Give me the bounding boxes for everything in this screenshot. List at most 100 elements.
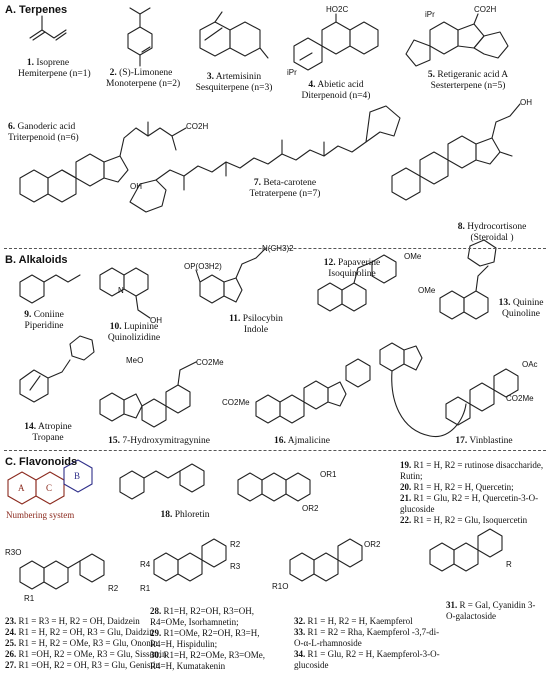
caption-name: Papaverine <box>338 258 381 268</box>
caption-name: Phloretin <box>174 510 210 520</box>
papaverine-structure <box>317 254 397 312</box>
divider-2 <box>4 450 546 451</box>
item-num: 30. <box>150 650 162 660</box>
caption-abietic-acid: 4. Abietic acid Diterpenoid (n=4) <box>296 80 376 102</box>
quinine-structure <box>439 239 497 320</box>
item-text: R1 = Glu, R2 = H, Kaempferol-3-O-glucosi… <box>294 649 440 670</box>
caption-num: 18. <box>160 510 173 520</box>
caption-mitragynine: 15. 7-Hydroxymitragynine <box>104 436 214 447</box>
caption-num: 14. <box>24 422 37 432</box>
caption-coniine: 9. Coniine Piperidine <box>14 310 74 332</box>
label-co2me-16: CO2Me <box>222 398 250 407</box>
caption-class: Tetraterpene (n=7) <box>249 189 321 199</box>
item-text: R1 =OH, R2 = OMe, R3 = Glu, Sissotrin <box>18 649 167 659</box>
label-opo3h2-11: OP(O3H2) <box>184 262 222 271</box>
list-item: 23. R1 = R3 = H, R2 = OH, Daidzein <box>5 616 167 627</box>
caption-num: 4. <box>308 80 316 90</box>
label-r2-iso: R2 <box>108 584 119 593</box>
caption-isoprene: 1. Isoprene Hemiterpene (n=1) <box>18 58 91 80</box>
caption-name: Beta-carotene <box>263 178 317 188</box>
caption-num: 11. <box>229 314 241 324</box>
caption-num: 8. <box>457 222 465 232</box>
caption-class: Indole <box>243 325 269 335</box>
item-text: R1 = H, R2 = H, Kaempferol <box>307 616 413 626</box>
caption-limonene: 2. (S)-Limonene Monoterpene (n=2) <box>106 68 180 90</box>
caption-num: 13. <box>498 298 511 308</box>
caption-name: 7-Hydroxymitragynine <box>122 436 210 446</box>
hydrocortisone-structure <box>391 103 521 201</box>
caption-name: Ganoderic acid <box>17 122 76 132</box>
label-co2h-5: CO2H <box>474 5 497 14</box>
list-item: 21. R1 = Glu, R2 = H, Quercetin-3-O-gluc… <box>400 493 545 515</box>
item-num: 33. <box>294 627 306 637</box>
caption-name: Artemisinin <box>215 72 262 82</box>
abietic-acid-structure <box>293 13 379 71</box>
item-text: R1 = R3 = H, R2 = OH, Daidzein <box>18 616 140 626</box>
caption-class: Sesquiterpene (n=3) <box>195 83 273 93</box>
vinblastine-structure <box>379 342 519 437</box>
item-num: 29. <box>150 628 162 638</box>
ring-c-label: C <box>46 483 53 493</box>
cyanidin-caption: 31. R = Gal, Cyanidin 3-O-galactoside <box>446 600 542 622</box>
ajmalicine-structure <box>255 358 371 424</box>
label-r3o-iso: R3O <box>5 548 22 557</box>
isoflavone-core-structure <box>19 553 105 590</box>
caption-num: 16. <box>274 436 286 446</box>
atropine-structure <box>19 335 95 403</box>
label-ho2c-4: HO2C <box>326 5 349 14</box>
caption-num: 3. <box>206 72 214 82</box>
list-19-22: 19. R1 = H, R2 = rutinose disaccharide, … <box>400 460 545 526</box>
caption-ganoderic-acid: 6. Ganoderic acid Triterpenoid (n=6) <box>8 122 88 144</box>
section-title-flavonoids: C. Flavonoids <box>5 456 78 468</box>
label-ipr-4: iPr <box>287 68 297 77</box>
label-ipr-5: iPr <box>425 10 435 19</box>
label-meo-15: MeO <box>126 356 144 365</box>
caption-name: Quinine <box>512 298 544 308</box>
caption-papaverine: 12. Papaverine Isoquinoline <box>312 258 392 280</box>
caption-lupinine: 10. Lupinine Quinolizidine <box>94 322 174 344</box>
list-item: 34. R1 = Glu, R2 = H, Kaempferol-3-O-glu… <box>294 649 444 671</box>
item-text: R1 =OH, R2 = OH, R3 = Glu, Genistin <box>18 660 160 670</box>
item-text: R1 = H, R2 = rutinose disaccharide, Ruti… <box>400 460 544 481</box>
label-or1-fl: OR1 <box>320 470 337 479</box>
item-num: 19. <box>400 460 412 470</box>
caption-name: Lupinine <box>123 322 159 332</box>
item-num: 23. <box>5 616 17 626</box>
item-num: 32. <box>294 616 306 626</box>
item-text: R1 = H, R2 = OMe, R3 = Glu, Ononin <box>18 638 158 648</box>
item-text: R1=H, R2=OH, R3=OH, R4=OMe, Isorhamnetin… <box>150 606 254 627</box>
caption-class: (Steroidal ) <box>470 233 514 243</box>
item-num: 31. <box>446 600 458 610</box>
caption-name: Abietic acid <box>317 80 364 90</box>
ganoderic-acid-structure <box>19 121 187 203</box>
caption-name: Isoprene <box>36 58 70 68</box>
caption-class: Quinoline <box>502 309 540 319</box>
item-num: 34. <box>294 649 306 659</box>
caption-name: Psilocybin <box>242 314 283 324</box>
caption-psilocybin: 11. Psilocybin Indole <box>216 314 296 336</box>
caption-vinblastine: 17. Vinblastine <box>444 436 524 447</box>
label-or2-kae: OR2 <box>364 540 381 549</box>
caption-class: Diterpenoid (n=4) <box>301 91 371 101</box>
list-23-27: 23. R1 = R3 = H, R2 = OH, Daidzein 24. R… <box>5 616 167 671</box>
caption-name: Coniine <box>33 310 64 320</box>
caption-retigeranic-acid: 5. Retigeranic acid A Sesterterpene (n=5… <box>418 70 518 92</box>
caption-class: Monoterpene (n=2) <box>106 79 181 89</box>
label-oh-6: OH <box>130 182 142 191</box>
caption-ajmalicine: 16. Ajmalicine <box>262 436 342 447</box>
mitragynine-structure <box>99 361 197 428</box>
ring-b-label: B <box>74 471 81 481</box>
section-title-alkaloids: B. Alkaloids <box>5 254 68 266</box>
caption-num: 12. <box>323 258 336 268</box>
caption-num: 9. <box>24 310 32 320</box>
item-text: R1 = H, R2 = OH, R3 = Glu, Daidzin <box>18 627 154 637</box>
caption-class: Quinolizidine <box>107 333 161 343</box>
caption-hydrocortisone: 8. Hydrocortisone (Steroidal ) <box>452 222 532 244</box>
caption-num: 17. <box>455 436 468 446</box>
ring-a-label: A <box>18 483 25 493</box>
label-r2-fl: R2 <box>230 540 241 549</box>
label-oh-10: OH <box>150 316 162 325</box>
caption-name: Ajmalicine <box>287 436 330 446</box>
caption-num: 7. <box>253 178 261 188</box>
